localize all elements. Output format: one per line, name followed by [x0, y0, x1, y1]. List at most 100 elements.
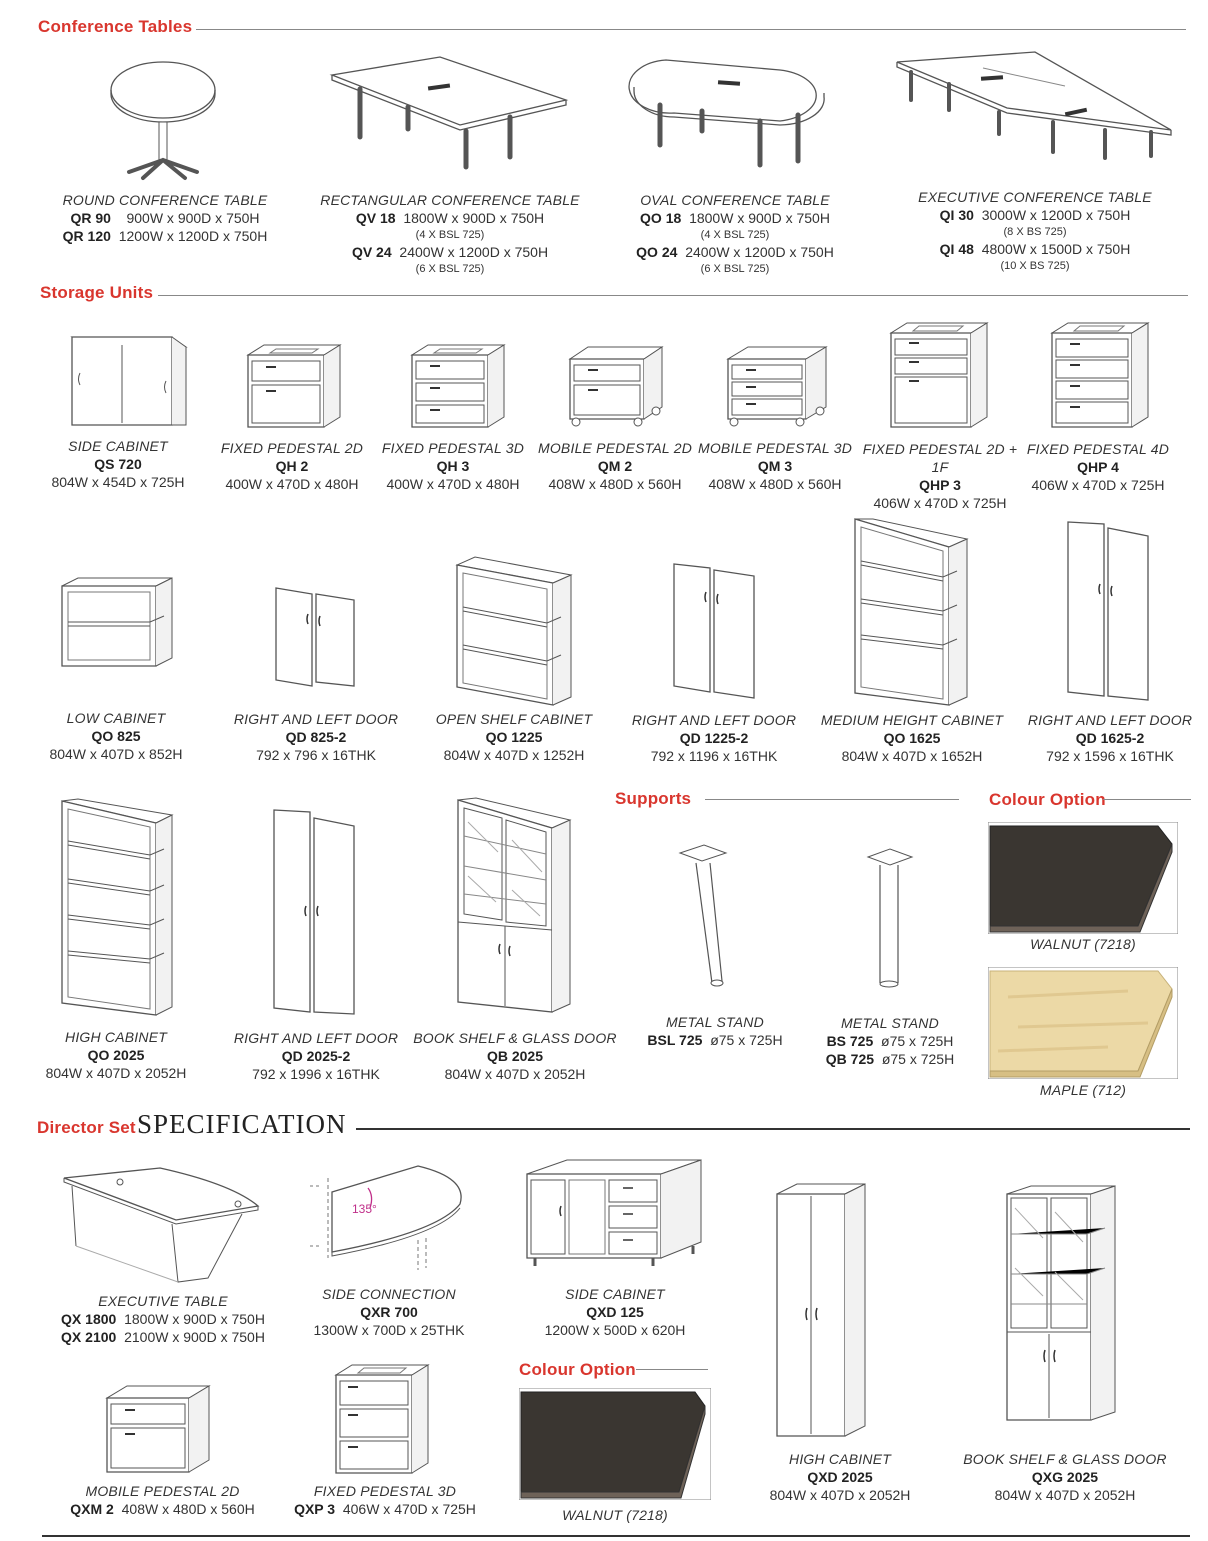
product-code: BS 725	[826, 1033, 874, 1049]
product-code: QHP 4	[1077, 459, 1119, 475]
product-code: QX 2100	[61, 1329, 117, 1345]
product-code: QB 725	[825, 1051, 875, 1067]
product-dimensions: 1200W x 500D x 620H	[544, 1322, 686, 1338]
product-code: QX 1800	[61, 1311, 117, 1327]
product-name: MOBILE PEDESTAL 2D	[85, 1483, 240, 1499]
product-name: FIXED PEDESTAL 2D	[220, 440, 364, 456]
product-code: QXM 2	[70, 1501, 114, 1517]
section-divider	[196, 29, 1186, 30]
product-name: SIDE CABINET	[565, 1286, 665, 1302]
product-dimensions: 792 x 1996 x 16THK	[252, 1066, 380, 1082]
door-pair-2025-illustration	[272, 808, 358, 1016]
section-title-colour-option: Colour Option	[989, 790, 1106, 809]
product-code: QO 1225	[485, 729, 543, 745]
section-divider	[356, 1128, 1190, 1130]
product-dimensions: 2400W x 1200D x 750H	[399, 244, 549, 260]
product-code: QXR 700	[360, 1304, 418, 1320]
product-name: MEDIUM HEIGHT CABINET	[820, 712, 1004, 728]
support-item-bs: METAL STAND BS 725 ø75 x 725H QB 725 ø75…	[800, 1014, 980, 1068]
product-name: SIDE CABINET	[68, 438, 168, 454]
side-cabinet-illustration	[70, 333, 188, 428]
product-code: QS 720	[94, 456, 142, 472]
executive-table-illustration	[62, 1166, 262, 1284]
product-name: MOBILE PEDESTAL 3D	[697, 440, 853, 456]
metal-stand-bs-illustration	[866, 847, 914, 989]
stand-note: (8 X BS 725)	[1003, 226, 1067, 238]
product-dimensions: 804W x 407D x 2052H	[45, 1065, 187, 1081]
product-code: QB 2025	[486, 1048, 544, 1064]
product-name: RIGHT AND LEFT DOOR	[1027, 712, 1193, 728]
product-name: RIGHT AND LEFT DOOR	[631, 712, 797, 728]
product-code: QI 30	[939, 207, 974, 223]
section-title-conference: Conference Tables	[38, 17, 193, 36]
product-dimensions: 804W x 407D x 2052H	[994, 1487, 1136, 1503]
product-dimensions: 804W x 454D x 725H	[51, 474, 185, 490]
product-dimensions: 900W x 900D x 750H	[126, 210, 260, 226]
product-name: LOW CABINET	[66, 710, 166, 726]
product-code: QO 18	[640, 210, 682, 226]
fixed-pedestal-2d-1f-illustration	[889, 321, 991, 429]
rectangular-table-illustration	[330, 55, 570, 175]
storage-item: RIGHT AND LEFT DOOR QD 1625-2 792 x 1596…	[1020, 711, 1200, 765]
open-shelf-cabinet-illustration	[455, 555, 573, 707]
product-name: METAL STAND	[841, 1015, 939, 1031]
product-name: FIXED PEDESTAL 2D + 1F	[862, 441, 1018, 475]
product-code: QXP 3	[294, 1501, 336, 1517]
director-walnut-swatch	[519, 1388, 711, 1500]
product-dimensions: 2100W x 900D x 750H	[124, 1329, 265, 1345]
product-code: QD 825-2	[285, 729, 347, 745]
section-title-director-set: Director Set	[37, 1118, 136, 1137]
product-code: QV 24	[351, 244, 392, 260]
storage-item: FIXED PEDESTAL 2D QH 2 400W x 470D x 480…	[212, 439, 372, 493]
product-code: BSL 725	[647, 1032, 703, 1048]
door-pair-1225-illustration	[672, 562, 758, 700]
product-code: QM 2	[597, 458, 633, 474]
specification-heading: SPECIFICATION	[137, 1109, 347, 1139]
product-name: OVAL CONFERENCE TABLE	[640, 192, 830, 208]
product-dimensions: 400W x 470D x 480H	[386, 476, 520, 492]
round-table-illustration	[105, 60, 223, 180]
storage-item: HIGH CABINET QO 2025 804W x 407D x 2052H	[36, 1028, 196, 1082]
product-dimensions: 4800W x 1500D x 750H	[981, 241, 1131, 257]
product-name: SIDE CONNECTION	[322, 1286, 456, 1302]
storage-item: RIGHT AND LEFT DOOR QD 825-2 792 x 796 x…	[226, 710, 406, 764]
product-dimensions: 1200W x 1200D x 750H	[118, 228, 268, 244]
product-dimensions: 804W x 407D x 1252H	[443, 747, 585, 763]
conference-item-oval: OVAL CONFERENCE TABLE QO 18 1800W x 900D…	[590, 191, 880, 277]
product-name: FIXED PEDESTAL 3D	[313, 1483, 457, 1499]
stand-note: (4 X BSL 725)	[415, 229, 485, 241]
product-name: RIGHT AND LEFT DOOR	[233, 711, 399, 727]
door-pair-825-illustration	[274, 586, 358, 688]
director-item-fixed-pedestal: FIXED PEDESTAL 3D QXP 3 406W x 470D x 72…	[285, 1482, 485, 1518]
storage-item: LOW CABINET QO 825 804W x 407D x 852H	[36, 709, 196, 763]
product-code: QD 1625-2	[1075, 730, 1145, 746]
storage-item: SIDE CABINET QS 720 804W x 454D x 725H	[38, 437, 198, 491]
storage-item: BOOK SHELF & GLASS DOOR QB 2025 804W x 4…	[410, 1029, 620, 1083]
product-dimensions: 804W x 407D x 2052H	[769, 1487, 911, 1503]
product-dimensions: 408W x 480D x 560H	[708, 476, 842, 492]
product-name: ROUND CONFERENCE TABLE	[62, 192, 268, 208]
book-shelf-glass-door-illustration	[456, 796, 572, 1014]
product-name: EXECUTIVE TABLE	[98, 1293, 228, 1309]
product-name: RECTANGULAR CONFERENCE TABLE	[320, 192, 580, 208]
door-pair-1625-illustration	[1066, 520, 1152, 702]
product-code: QO 2025	[87, 1047, 145, 1063]
director-item-mobile-pedestal: MOBILE PEDESTAL 2D QXM 2 408W x 480D x 5…	[55, 1482, 270, 1518]
mobile-pedestal-3d-illustration	[726, 345, 830, 427]
storage-item: MEDIUM HEIGHT CABINET QO 1625 804W x 407…	[817, 711, 1007, 765]
product-code: QV 18	[355, 210, 396, 226]
product-dimensions: ø75 x 725H	[881, 1051, 955, 1067]
director-item-side-cabinet: SIDE CABINET QXD 125 1200W x 500D x 620H	[520, 1285, 710, 1339]
storage-item: FIXED PEDESTAL 2D + 1F QHP 3 406W x 470D…	[855, 440, 1025, 512]
section-divider	[636, 1369, 708, 1370]
stand-note: (10 X BS 725)	[1000, 260, 1070, 272]
product-name: METAL STAND	[666, 1014, 764, 1030]
director-high-cabinet-illustration	[775, 1182, 867, 1438]
director-item-high-cabinet: HIGH CABINET QXD 2025 804W x 407D x 2052…	[745, 1450, 935, 1504]
storage-item: RIGHT AND LEFT DOOR QD 2025-2 792 x 1996…	[226, 1029, 406, 1083]
mobile-pedestal-2d-illustration	[568, 345, 666, 427]
product-dimensions: 406W x 470D x 725H	[873, 495, 1007, 511]
product-name: HIGH CABINET	[789, 1451, 891, 1467]
product-code: QHP 3	[919, 477, 961, 493]
footer-rule	[42, 1535, 1190, 1537]
